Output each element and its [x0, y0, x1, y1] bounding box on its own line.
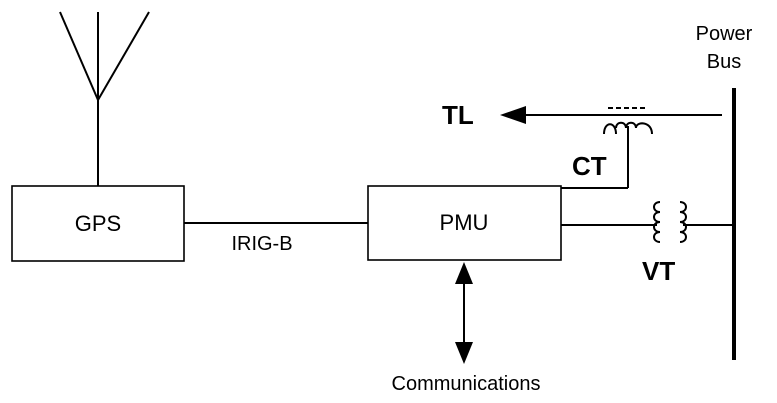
- pmu-label: PMU: [440, 210, 489, 235]
- power-bus-label-line1: Power: [696, 23, 753, 45]
- power-bus-label-line2: Bus: [707, 51, 741, 73]
- communications-label: Communications: [392, 373, 541, 395]
- gps-box: [11, 185, 185, 262]
- irig-b-label: IRIG-B: [231, 233, 292, 255]
- communications-arrow: [455, 262, 473, 364]
- tl-label: TL: [442, 100, 474, 130]
- antenna-icon: [59, 11, 150, 186]
- gps-label: GPS: [75, 211, 121, 236]
- vt-label: VT: [642, 256, 675, 286]
- vt-symbol: [561, 201, 734, 243]
- ct-symbol: [561, 107, 653, 189]
- ct-label: CT: [572, 151, 607, 181]
- transmission-line-arrow: [500, 106, 722, 124]
- pmu-box: [367, 185, 562, 261]
